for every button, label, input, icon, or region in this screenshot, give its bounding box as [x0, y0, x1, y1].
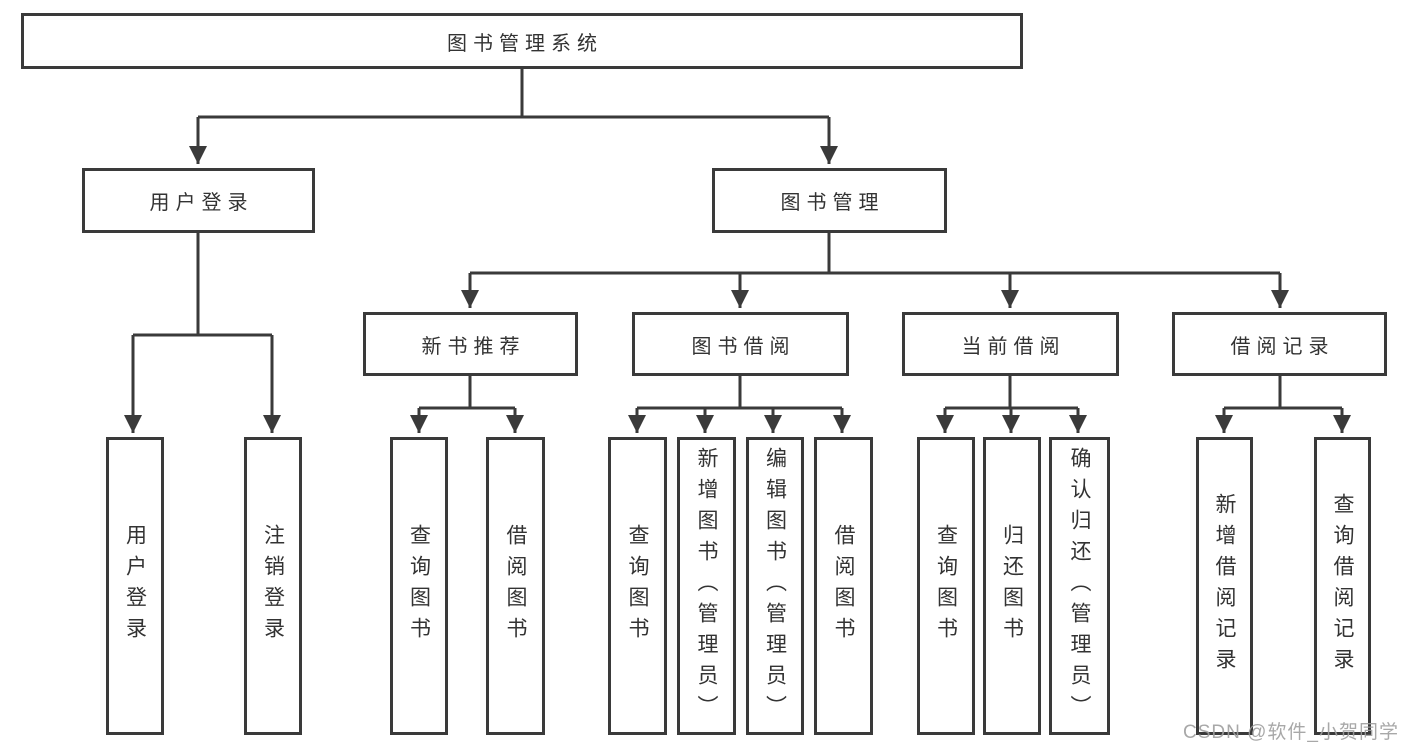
- leaf-label: 查询借阅记录: [1331, 493, 1354, 679]
- node-book-borrow: 图书借阅: [632, 312, 849, 376]
- leaf-borrow-add-books-admin: 新增图书（管理员）: [677, 437, 736, 735]
- leaf-label: 查询图书: [407, 524, 431, 648]
- leaf-logout: 注销登录: [244, 437, 302, 735]
- node-borrow-records: 借阅记录: [1172, 312, 1387, 376]
- node-label: 借阅记录: [1230, 335, 1335, 358]
- leaf-current-return-books: 归还图书: [983, 437, 1041, 735]
- node-user-login: 用户登录: [82, 168, 315, 233]
- leaf-label: 新增图书（管理员）: [695, 446, 718, 726]
- csdn-watermark: CSDN @软件_小贺同学: [1183, 722, 1399, 743]
- node-new-book-recommend: 新书推荐: [363, 312, 578, 376]
- leaf-label: 借阅图书: [832, 524, 855, 648]
- leaf-user-login: 用户登录: [106, 437, 164, 735]
- leaf-label: 注销登录: [261, 524, 285, 648]
- leaf-records-add-record: 新增借阅记录: [1196, 437, 1253, 735]
- node-label: 新书推荐: [421, 335, 526, 358]
- leaf-label: 用户登录: [123, 524, 147, 648]
- node-root-library-system: 图书管理系统: [21, 13, 1023, 69]
- leaf-current-query-books: 查询图书: [917, 437, 975, 735]
- leaf-label: 新增借阅记录: [1213, 493, 1236, 679]
- leaf-label: 编辑图书（管理员）: [763, 446, 787, 726]
- leaf-label: 确认归还（管理员）: [1068, 446, 1091, 726]
- leaf-newbook-query-books: 查询图书: [390, 437, 448, 735]
- leaf-label: 归还图书: [1000, 524, 1024, 648]
- node-book-management: 图书管理: [712, 168, 947, 233]
- node-label: 图书管理系统: [447, 32, 603, 55]
- leaf-current-confirm-return-admin: 确认归还（管理员）: [1049, 437, 1110, 735]
- node-label: 用户登录: [149, 192, 254, 214]
- node-label: 当前借阅: [961, 335, 1066, 358]
- leaf-newbook-borrow-books: 借阅图书: [486, 437, 545, 735]
- leaf-label: 查询图书: [934, 524, 958, 648]
- leaf-label: 查询图书: [626, 524, 649, 648]
- leaf-borrow-query-books: 查询图书: [608, 437, 667, 735]
- leaf-borrow-borrow-books: 借阅图书: [814, 437, 873, 735]
- leaf-label: 借阅图书: [504, 524, 527, 648]
- node-current-borrow: 当前借阅: [902, 312, 1119, 376]
- node-label: 图书借阅: [691, 335, 796, 358]
- leaf-records-query-record: 查询借阅记录: [1314, 437, 1371, 735]
- node-label: 图书管理: [780, 192, 885, 214]
- leaf-borrow-edit-books-admin: 编辑图书（管理员）: [746, 437, 804, 735]
